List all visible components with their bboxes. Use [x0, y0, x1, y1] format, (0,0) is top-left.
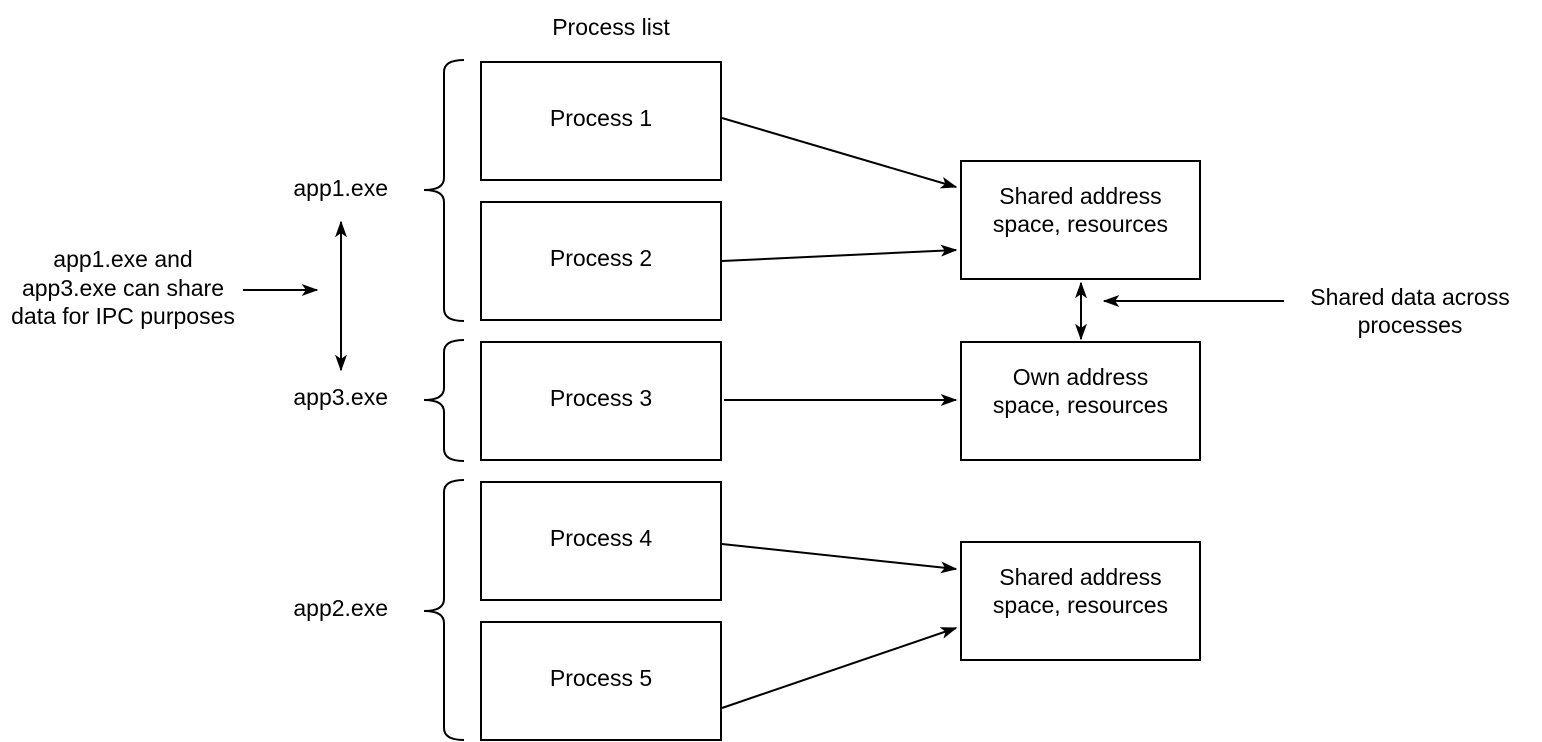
- shared-address-box-top-label: Shared address space, resources: [992, 183, 1169, 237]
- process-4-label: Process 4: [549, 525, 653, 551]
- process-3-box: Process 3: [480, 341, 722, 461]
- process-2-label: Process 2: [549, 245, 653, 271]
- ipc-note: app1.exe and app3.exe can share data for…: [2, 245, 244, 331]
- own-address-box-label: Own address space, resources: [992, 364, 1169, 418]
- arrow-process5-to-shared: [721, 627, 956, 709]
- brace-app2: [423, 479, 465, 741]
- diagram-title: Process list: [552, 14, 670, 40]
- process-5-box: Process 5: [480, 621, 722, 741]
- own-address-box: Own address space, resources: [960, 341, 1201, 461]
- shared-address-box-bottom: Shared address space, resources: [960, 541, 1201, 661]
- group-label-app2: app2.exe: [293, 595, 388, 621]
- process-1-label: Process 1: [549, 105, 653, 131]
- arrow-process1-to-shared: [721, 117, 956, 187]
- ipc-note-line-3: data for IPC purposes: [11, 303, 235, 329]
- ipc-note-line-1: app1.exe and: [53, 246, 193, 272]
- process-4-box: Process 4: [480, 481, 722, 601]
- group-label-app3: app3.exe: [293, 384, 388, 410]
- shared-address-box-top: Shared address space, resources: [960, 160, 1201, 280]
- arrow-process4-to-shared: [721, 543, 956, 569]
- arrow-process2-to-shared: [721, 250, 956, 262]
- process-5-label: Process 5: [549, 665, 653, 691]
- process-2-box: Process 2: [480, 201, 722, 321]
- brace-app1: [423, 59, 465, 322]
- shared-data-note: Shared data across processes: [1292, 283, 1528, 339]
- ipc-note-line-2: app3.exe can share: [21, 274, 225, 301]
- process-3-label: Process 3: [549, 385, 653, 411]
- shared-address-box-bottom-label: Shared address space, resources: [992, 564, 1169, 618]
- group-label-app1: app1.exe: [293, 175, 388, 201]
- brace-app3: [423, 339, 465, 462]
- shared-data-note-line-1: Shared data across: [1310, 284, 1510, 310]
- process-1-box: Process 1: [480, 61, 722, 181]
- shared-data-note-line-2: processes: [1357, 312, 1463, 338]
